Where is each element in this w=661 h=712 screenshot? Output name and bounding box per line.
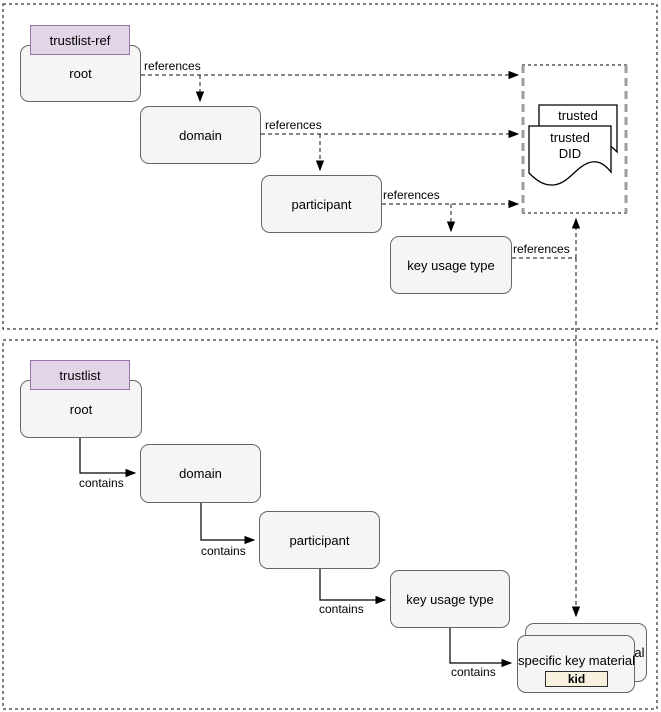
ref-node-participant: participant [261, 175, 382, 233]
trusted-did-doc [528, 125, 612, 186]
specific-key-material-card: specific key material kid [517, 635, 635, 693]
tag-trustlist: trustlist [30, 360, 130, 390]
trustlist-section-frame [2, 339, 658, 710]
edge-label-contains-participant: contains [319, 602, 364, 616]
tl-node-domain: domain [140, 444, 261, 503]
edge-label-contains-root: contains [79, 476, 124, 490]
kid-badge: kid [545, 671, 608, 687]
trustlist-ref-section-frame [2, 3, 658, 330]
edge-label-references-key-usage: references [513, 242, 570, 256]
tag-trustlist-ref: trustlist-ref [30, 25, 130, 55]
specific-key-material-label: specific key material [518, 653, 636, 668]
ref-node-key-usage-type: key usage type [390, 236, 512, 294]
trusted-doc-back-label: trusted [558, 108, 598, 123]
trusted-did-doc-label: trusted DID [529, 130, 611, 162]
edge-label-references-domain: references [265, 118, 322, 132]
tl-node-participant: participant [259, 511, 380, 569]
tl-node-key-usage-type: key usage type [390, 570, 510, 628]
edge-label-contains-domain: contains [201, 544, 246, 558]
contains-edges [79, 438, 513, 668]
edge-label-references-participant: references [383, 188, 440, 202]
trusted-did-line1: trusted [550, 130, 590, 145]
trusted-did-line2: DID [558, 146, 582, 161]
reference-edges [141, 70, 581, 618]
edge-label-contains-key-usage: contains [451, 665, 496, 679]
edge-label-references-root: references [144, 59, 201, 73]
ref-node-domain: domain [140, 106, 261, 164]
